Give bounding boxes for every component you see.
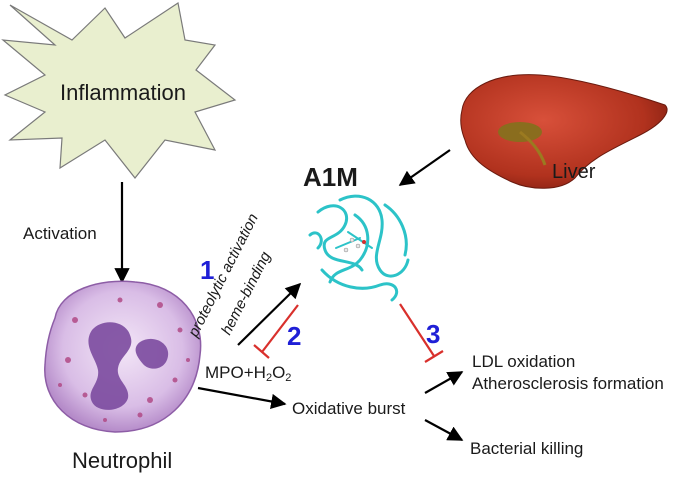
pathway-number-2: 2 [287, 321, 302, 351]
mpo-arrow [197, 386, 287, 410]
liver-to-a1m-arrow [398, 149, 451, 186]
ldl-arrow [424, 371, 464, 394]
neutrophil-cell-image [44, 280, 202, 433]
atherosclerosis-label: Atherosclerosis formation [472, 374, 664, 393]
activation-label: Activation [23, 224, 97, 243]
inhibition-3 [399, 303, 444, 363]
liver-image [460, 74, 668, 189]
mpo-h2o2-label: MPO+H2O2 [205, 363, 292, 384]
inflammation-starburst [1, 2, 237, 179]
inflammation-label: Inflammation [60, 80, 186, 105]
ldl-oxidation-label: LDL oxidation [472, 352, 576, 371]
a1m-label: A1M [303, 162, 358, 192]
oxidative-burst-label: Oxidative burst [292, 399, 406, 418]
bacterial-killing-label: Bacterial killing [470, 439, 584, 458]
bacterial-arrow [424, 419, 464, 441]
pathway-1-arrow [237, 282, 302, 346]
pathway-number-1: 1 [200, 255, 215, 285]
inhibition-2 [253, 304, 299, 359]
pathway-number-3: 3 [426, 319, 441, 349]
liver-label: Liver [552, 161, 596, 183]
neutrophil-label: Neutrophil [72, 448, 173, 473]
a1m-protein-structure [308, 194, 410, 302]
